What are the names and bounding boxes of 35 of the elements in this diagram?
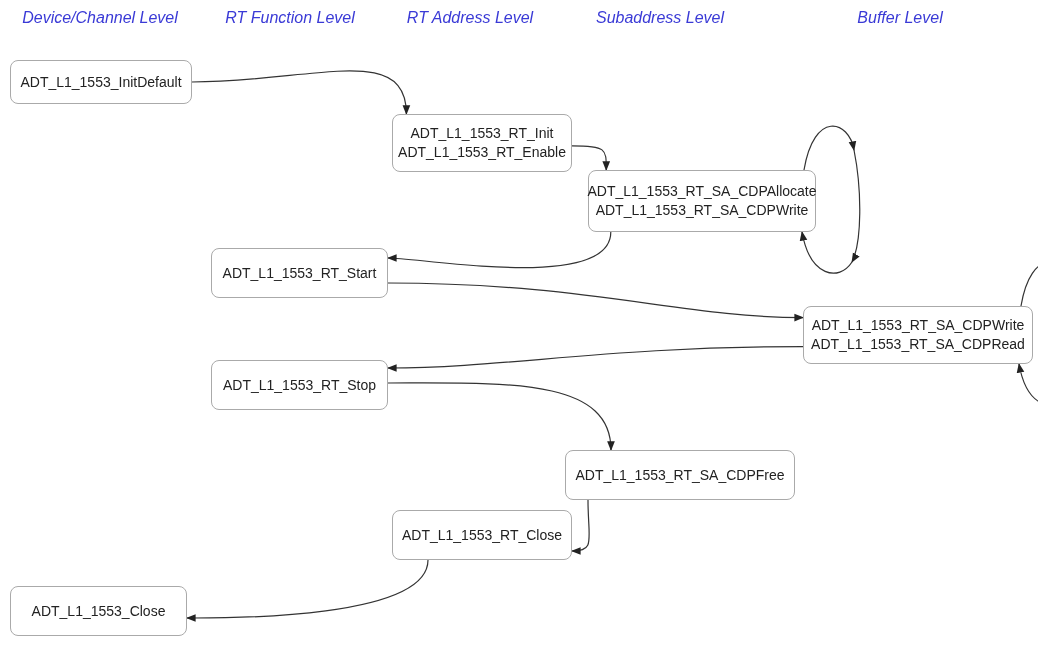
function-box	[588, 170, 816, 232]
function-box	[392, 114, 572, 172]
arrow	[387, 282, 804, 322]
function-box	[10, 60, 192, 104]
arrow	[387, 231, 612, 269]
column-heading: RT Function Level	[225, 8, 355, 28]
function-box	[803, 306, 1033, 364]
loop-arrow	[799, 125, 861, 274]
function-name: ADT_L1_1553_RT_Init	[410, 124, 554, 143]
arrow	[571, 145, 611, 171]
function-name: ADT_L1_1553_RT_SA_CDPWrite	[595, 201, 809, 220]
function-name: ADT_L1_1553_RT_SA_CDPRead	[811, 335, 1025, 354]
function-name: ADT_L1_1553_InitDefault	[20, 72, 182, 92]
arrow	[387, 346, 804, 372]
column-heading: RT Address Level	[406, 8, 534, 28]
function-box	[211, 248, 388, 298]
arrow	[387, 382, 614, 451]
function-box	[211, 360, 388, 410]
column-heading: Device/Channel Level	[22, 8, 178, 28]
function-name: ADT_L1_1553_RT_Stop	[222, 375, 377, 395]
function-name: ADT_L1_1553_RT_Enable	[398, 143, 566, 162]
arrow	[191, 70, 410, 115]
arrow	[571, 499, 590, 555]
column-heading: Subaddress Level	[595, 8, 725, 28]
function-box	[392, 510, 572, 560]
function-name: ADT_L1_1553_RT_SA_CDPAllocate	[587, 182, 817, 201]
function-name: ADT_L1_1553_RT_SA_CDPWrite	[811, 316, 1025, 335]
function-name: ADT_L1_1553_RT_SA_CDPFree	[575, 465, 785, 485]
function-box	[565, 450, 795, 500]
function-name: ADT_L1_1553_Close	[31, 601, 166, 621]
arrow	[186, 559, 429, 622]
function-name: ADT_L1_1553_RT_Close	[401, 525, 563, 545]
function-name: ADT_L1_1553_RT_Start	[222, 263, 377, 283]
function-box	[10, 586, 187, 636]
column-heading: Buffer Level	[857, 8, 943, 28]
